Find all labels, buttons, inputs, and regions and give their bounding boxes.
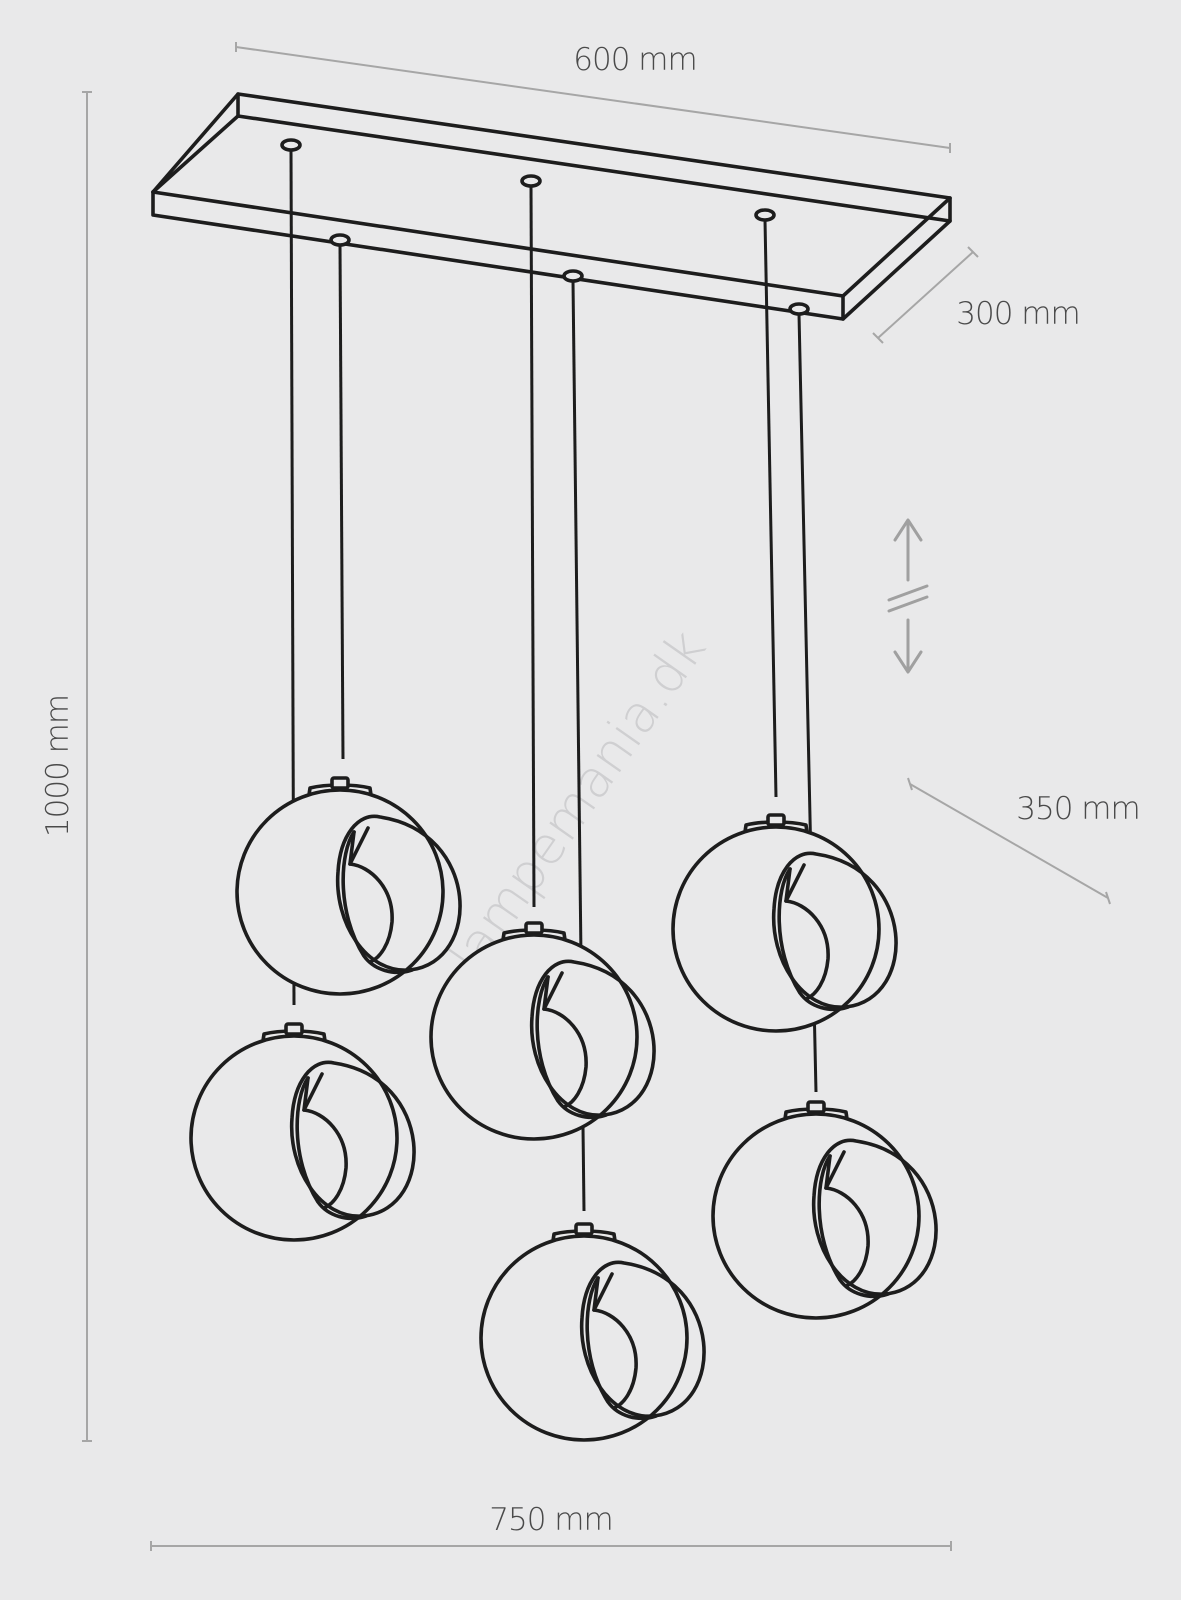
cord-mount-5	[562, 269, 584, 283]
shade-tick-a	[907, 777, 913, 791]
double-arrow-adjustable-icon	[887, 518, 929, 674]
cord-mount-4	[329, 233, 351, 247]
pendant-shade-2	[189, 1022, 416, 1242]
adjust-mark-2	[887, 595, 929, 613]
cord-mounts	[280, 138, 810, 316]
canopy-depth-label: 300 mm	[956, 296, 1079, 332]
pendant-shade-5	[479, 1222, 706, 1442]
arrow-up-head	[893, 518, 923, 542]
shade-size-label: 350 mm	[1016, 791, 1139, 827]
ceiling-canopy	[151, 92, 952, 321]
shade-tick-b	[1105, 891, 1111, 905]
cord-2	[529, 185, 536, 908]
canopy-body	[151, 92, 952, 321]
shade-size-line	[909, 783, 1109, 899]
pendant-shade-6	[711, 1100, 938, 1320]
top-width-label: 600 mm	[573, 42, 696, 78]
pendant-shade-4	[671, 813, 898, 1033]
cord-3	[763, 219, 778, 798]
cord-mount-1	[280, 138, 302, 152]
pendant-shade-1	[235, 776, 462, 996]
pendant-shades	[189, 776, 938, 1442]
cord-4	[338, 244, 345, 760]
adjust-mark-1	[887, 584, 929, 602]
top-width-line	[235, 46, 951, 149]
cord-mount-2	[520, 174, 542, 188]
dimension-lines	[82, 42, 1111, 1551]
height-label: 1000 mm	[40, 695, 76, 837]
cord-mount-3	[754, 208, 776, 222]
depth-tick-a	[872, 332, 884, 344]
cord-mount-6	[788, 302, 810, 316]
depth-tick-b	[967, 246, 979, 258]
total-width-label: 750 mm	[489, 1502, 612, 1538]
arrow-down-head	[893, 650, 923, 674]
depth-line	[877, 251, 974, 339]
